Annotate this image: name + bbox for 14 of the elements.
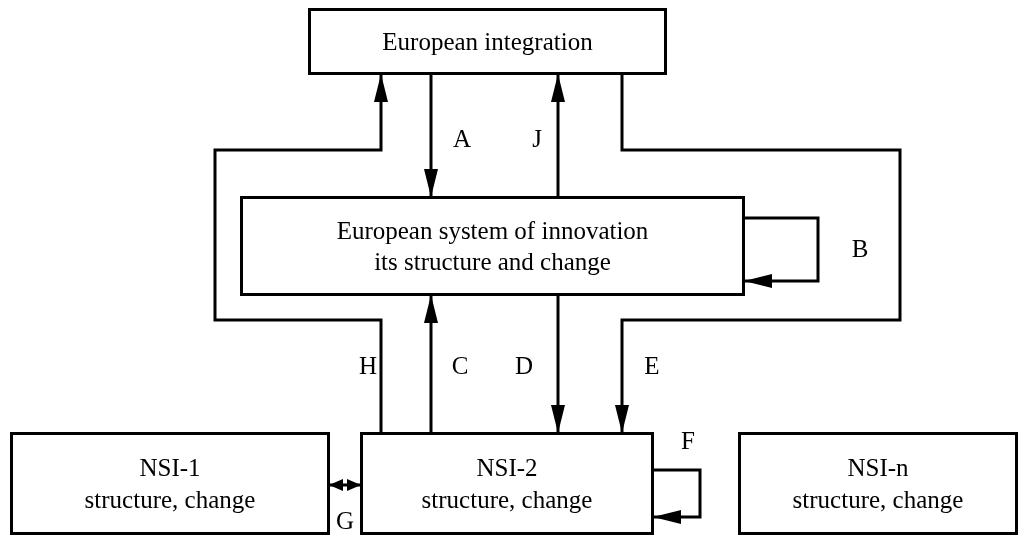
arrow: [329, 479, 361, 491]
arrow: [551, 74, 565, 196]
arrow: [213, 74, 388, 432]
arrow: [615, 75, 902, 433]
arrow: [424, 295, 438, 432]
process-box: [308, 8, 667, 75]
process-box: [360, 432, 654, 535]
process-box: [738, 432, 1018, 535]
arrow: [744, 216, 820, 288]
process-box: [240, 196, 745, 296]
arrow: [551, 296, 565, 433]
process-box: [10, 432, 330, 535]
arrow: [424, 75, 438, 197]
arrow: [653, 468, 702, 524]
